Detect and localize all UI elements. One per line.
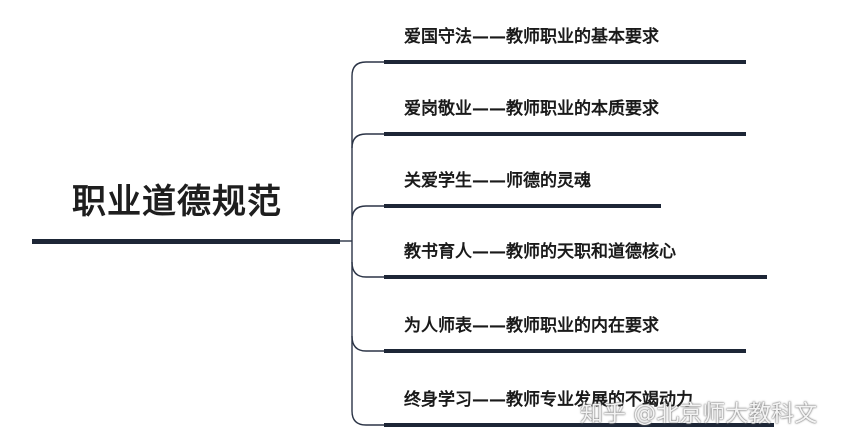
connector-3 [351, 205, 386, 221]
connector-4 [351, 261, 386, 278]
branch-underline [384, 204, 661, 208]
watermark-text: 知乎 @北京师大教科文 [580, 401, 818, 427]
connector-1 [351, 61, 386, 77]
connector-2 [351, 133, 386, 149]
branch-label: 为人师表——教师职业的内在要求 [404, 316, 659, 336]
branch-label: 爱国守法——教师职业的基本要求 [404, 27, 659, 47]
root-topic-title: 职业道德规范 [72, 182, 282, 222]
branch-underline [384, 132, 746, 136]
branch-underline [384, 275, 767, 279]
connector-5 [351, 335, 386, 352]
branch-underline [384, 60, 746, 64]
branch-underline [384, 349, 746, 353]
branch-label: 终身学习——教师专业发展的不竭动力 [404, 390, 693, 410]
branch-underline [384, 423, 774, 427]
connector-6 [351, 410, 386, 426]
branch-label: 爱岗敬业——教师职业的本质要求 [404, 99, 659, 119]
branch-label: 教书育人——教师的天职和道德核心 [404, 242, 676, 262]
branch-label: 关爱学生——师德的灵魂 [404, 171, 591, 191]
root-underline [32, 239, 340, 244]
